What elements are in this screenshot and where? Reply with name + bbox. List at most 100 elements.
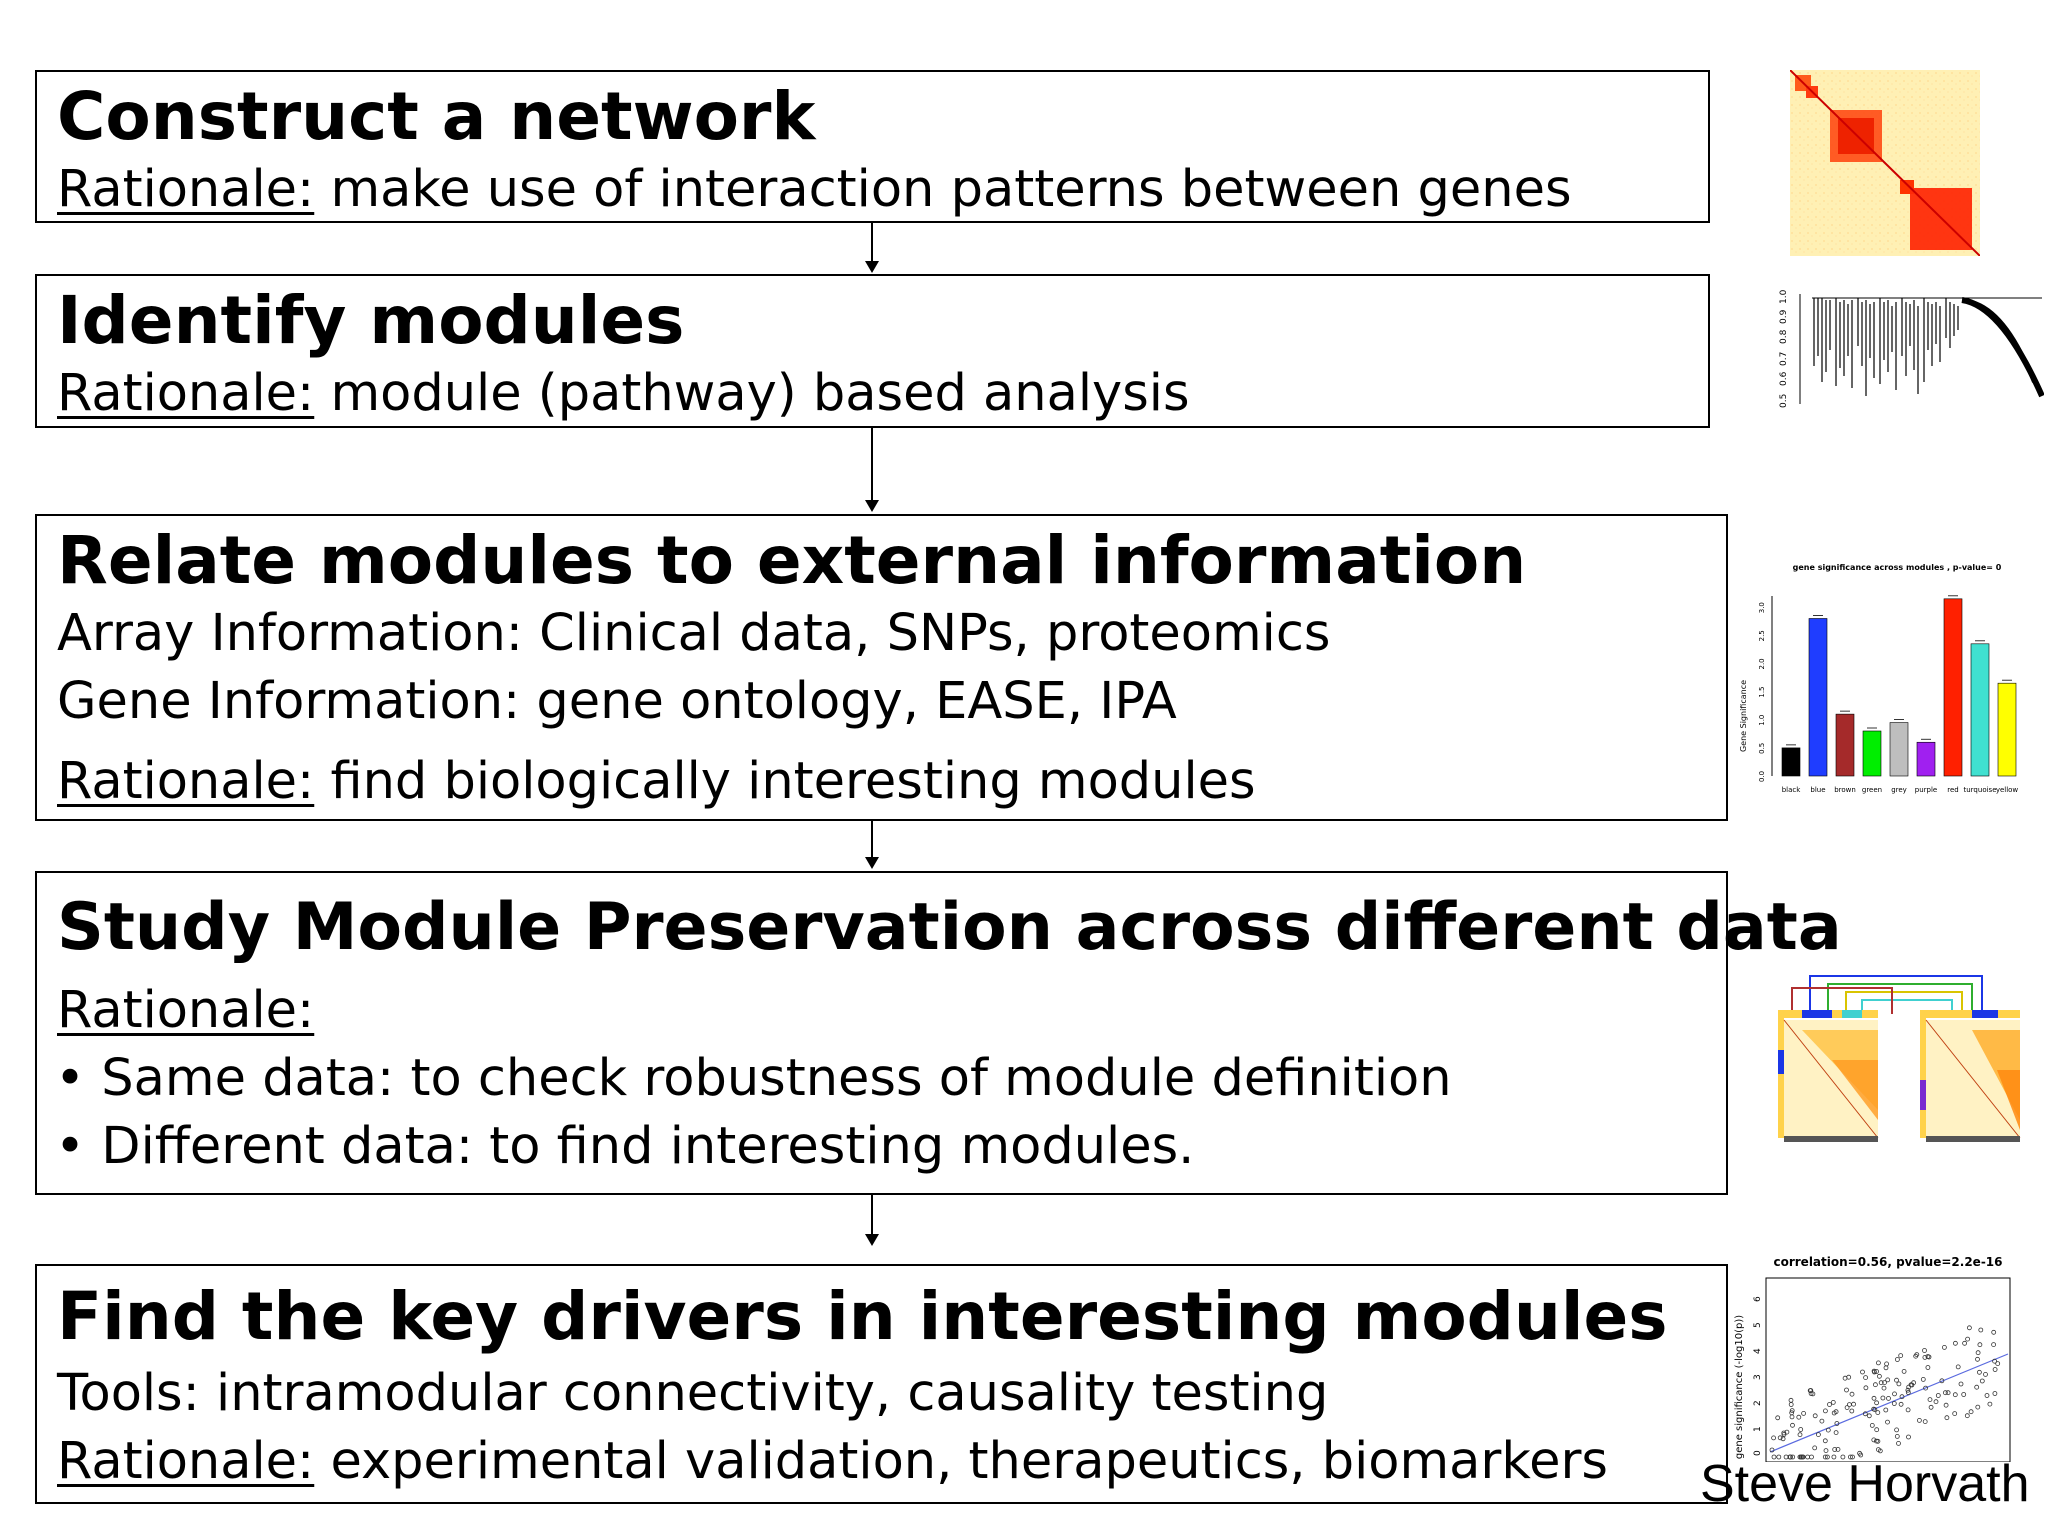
scatter-point	[1830, 1399, 1836, 1405]
scatter-point	[1808, 1388, 1814, 1393]
scatter-point	[1849, 1391, 1855, 1397]
scatter-point	[1823, 1448, 1829, 1454]
barplot-ytick: 0.5	[1758, 743, 1766, 754]
scatter-point	[1875, 1360, 1881, 1366]
scatter-point	[1922, 1348, 1927, 1353]
step-box-relate-modules: Relate modules to external information A…	[35, 514, 1728, 821]
scatter-point	[1871, 1437, 1877, 1443]
scatter-point	[1911, 1380, 1917, 1386]
scatter-point	[1968, 1409, 1974, 1415]
scatter-point	[1905, 1387, 1911, 1393]
rationale-line: Rationale: find biologically interesting…	[57, 756, 1256, 807]
scatter-point	[1955, 1364, 1961, 1370]
scatter-ytick: 5	[1753, 1322, 1763, 1328]
scatter-point	[1840, 1454, 1846, 1460]
scatter-point	[1992, 1367, 1998, 1372]
scatter-point	[1873, 1438, 1879, 1444]
scatter-point	[1825, 1427, 1831, 1433]
scatter-point	[1857, 1450, 1863, 1456]
bar-category-label: yellow	[1996, 786, 2019, 794]
step-title: Study Module Preservation across differe…	[57, 890, 1842, 965]
scatter-point	[1933, 1399, 1939, 1405]
scatter-point	[1920, 1377, 1926, 1382]
scatter-point	[1885, 1377, 1891, 1383]
scatter-point	[1983, 1372, 1988, 1377]
rationale-label: Rationale:	[57, 1432, 315, 1491]
scatter-point	[1800, 1454, 1805, 1460]
scatter-point	[1874, 1400, 1880, 1406]
scatter-point	[1881, 1385, 1887, 1391]
scatter-point	[1780, 1436, 1786, 1442]
scatter-point	[1992, 1391, 1998, 1396]
scatter-point	[1812, 1413, 1818, 1419]
dendro-ytick: 0.9	[1779, 309, 1789, 324]
scatter-point	[1906, 1434, 1911, 1440]
step-title: Find the key drivers in interesting modu…	[57, 1278, 1668, 1355]
scatter-ytick: 3	[1753, 1374, 1763, 1380]
scatter-point	[1952, 1392, 1958, 1398]
scatter-point	[1961, 1392, 1967, 1397]
step-box-identify-modules: Identify modules Rationale: module (path…	[35, 274, 1710, 428]
bar-red	[1943, 598, 1963, 777]
scatter-point	[1942, 1390, 1948, 1396]
scatter-point	[1878, 1380, 1884, 1386]
scatter-point	[1871, 1406, 1877, 1412]
scatter-point	[1892, 1391, 1897, 1397]
scatter-ytick: 1	[1753, 1426, 1763, 1432]
flow-arrow	[865, 1195, 879, 1246]
scatter-point	[1808, 1391, 1814, 1396]
scatter-point	[1979, 1378, 1985, 1384]
scatter-point	[1823, 1408, 1828, 1414]
rationale-text: module (pathway) based analysis	[314, 364, 1190, 423]
scatter-point	[1796, 1414, 1802, 1420]
bar-category-label: grey	[1891, 786, 1907, 794]
scatter-point	[1958, 1381, 1964, 1387]
scatter-point	[1926, 1354, 1932, 1360]
scatter-point	[1788, 1402, 1794, 1407]
scatter-point	[1827, 1402, 1832, 1407]
flow-arrow	[865, 821, 879, 869]
bar-blue	[1808, 618, 1828, 777]
scatter-point	[1922, 1419, 1928, 1425]
dendro-ytick: 0.8	[1779, 329, 1789, 344]
flow-arrow	[865, 428, 879, 512]
dendro-ytick: 0.7	[1779, 352, 1789, 366]
bar-category-label: turquoise	[1964, 786, 1997, 794]
scatter-ytick: 6	[1753, 1296, 1763, 1302]
tools-line: Tools: intramodular connectivity, causal…	[57, 1364, 1329, 1423]
scatter-point	[1975, 1356, 1980, 1362]
author-credit: Steve Horvath	[1700, 1455, 2030, 1513]
gene-significance-scatter: correlation=0.56, pvalue=2.2e-16 gene si…	[1734, 1255, 2011, 1462]
scatter-point	[1775, 1415, 1781, 1421]
rationale-label: Rationale:	[57, 981, 315, 1040]
bar-black	[1781, 747, 1801, 777]
bar-brown	[1835, 713, 1855, 777]
dendrogram-thumbnail: 0.5 0.6 0.7 0.8 0.9 1.0	[1779, 289, 2044, 408]
scatter-point	[1883, 1365, 1889, 1371]
scatter-point	[1790, 1422, 1795, 1428]
scatter-point	[1862, 1411, 1868, 1417]
scatter-point	[1833, 1409, 1839, 1415]
scatter-point	[1905, 1407, 1911, 1413]
scatter-point	[1872, 1382, 1878, 1388]
scatter-point	[1835, 1446, 1841, 1452]
scatter-point	[1975, 1350, 1981, 1356]
scatter-point	[1812, 1445, 1818, 1451]
rationale-line: Rationale: module (pathway) based analys…	[57, 368, 1190, 419]
network-heatmap-thumbnail	[1790, 70, 1980, 256]
scatter-point	[1801, 1410, 1806, 1416]
bar-category-label: purple	[1915, 786, 1937, 794]
step-box-key-drivers: Find the key drivers in interesting modu…	[35, 1264, 1728, 1504]
scatter-title: correlation=0.56, pvalue=2.2e-16	[1773, 1255, 2002, 1269]
scatter-point	[1987, 1401, 1993, 1407]
scatter-ytick: 4	[1753, 1348, 1763, 1354]
gene-information-line: Gene Information: gene ontology, EASE, I…	[57, 672, 1177, 731]
scatter-point	[1810, 1391, 1816, 1397]
scatter-point	[1844, 1405, 1850, 1411]
scatter-point	[1866, 1413, 1872, 1419]
barplot-ytick: 3.0	[1758, 602, 1766, 613]
bar-purple	[1916, 741, 1936, 777]
scatter-point	[1935, 1393, 1941, 1398]
bar-green	[1862, 730, 1882, 777]
scatter-point	[1863, 1375, 1869, 1380]
